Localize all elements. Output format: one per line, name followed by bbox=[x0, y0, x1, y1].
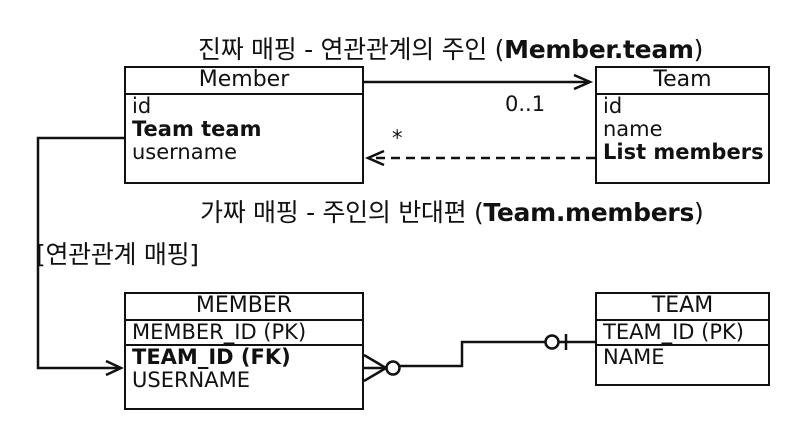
member-table-box: MEMBER MEMBER_ID (PK) TEAM_ID (FK) USERN… bbox=[124, 292, 364, 410]
caption-fake-close: ) bbox=[694, 198, 704, 227]
team-entity-title: Team bbox=[597, 68, 768, 95]
team-entity-box: Team id name List members bbox=[595, 66, 770, 184]
caption-fake-bold: Team.members bbox=[483, 198, 695, 227]
team-field-members: List members bbox=[603, 140, 764, 164]
er-relationship-line bbox=[400, 340, 545, 368]
caption-real-bold: Member.team bbox=[504, 35, 694, 64]
caption-association-mapping: [연관관계 매핑] bbox=[36, 240, 199, 269]
member-table-username: USERNAME bbox=[132, 368, 251, 392]
optional-circle-member-icon bbox=[385, 360, 401, 376]
caption-real-close: ) bbox=[693, 35, 704, 64]
team-table-pk: TEAM_ID (PK) bbox=[597, 321, 768, 346]
caption-fake-text: 가짜 매핑 - 주인의 반대편 ( bbox=[200, 198, 484, 227]
member-table-pk: MEMBER_ID (PK) bbox=[126, 321, 362, 346]
association-mapping-line bbox=[36, 136, 124, 370]
member-field-team: Team team bbox=[132, 117, 262, 141]
member-to-team-arrowhead bbox=[573, 73, 594, 91]
caption-real-mapping: 진짜 매핑 - 연관관계의 주인 (Member.team) bbox=[198, 30, 703, 66]
multiplicity-to-team: 0..1 bbox=[505, 92, 546, 116]
member-entity-box: Member id Team team username bbox=[124, 66, 364, 184]
member-field-username: username bbox=[132, 140, 237, 164]
association-mapping-arrowhead bbox=[105, 359, 124, 377]
member-table-title: MEMBER bbox=[126, 294, 362, 321]
caption-real-text: 진짜 매핑 - 연관관계의 주인 ( bbox=[198, 35, 505, 64]
member-table-fk: TEAM_ID (FK) bbox=[132, 345, 291, 369]
team-table-box: TEAM TEAM_ID (PK) NAME bbox=[595, 292, 770, 386]
member-entity-title: Member bbox=[126, 68, 362, 95]
team-table-title: TEAM bbox=[597, 294, 768, 321]
team-table-name: NAME bbox=[603, 345, 665, 369]
multiplicity-to-members: * bbox=[392, 126, 403, 150]
team-field-name: name bbox=[603, 117, 663, 141]
team-field-id: id bbox=[603, 94, 623, 118]
member-field-id: id bbox=[132, 94, 152, 118]
caption-fake-mapping: 가짜 매핑 - 주인의 반대편 (Team.members) bbox=[200, 193, 704, 229]
team-to-member-arrowhead bbox=[364, 149, 385, 167]
optional-circle-team-icon bbox=[544, 334, 560, 350]
